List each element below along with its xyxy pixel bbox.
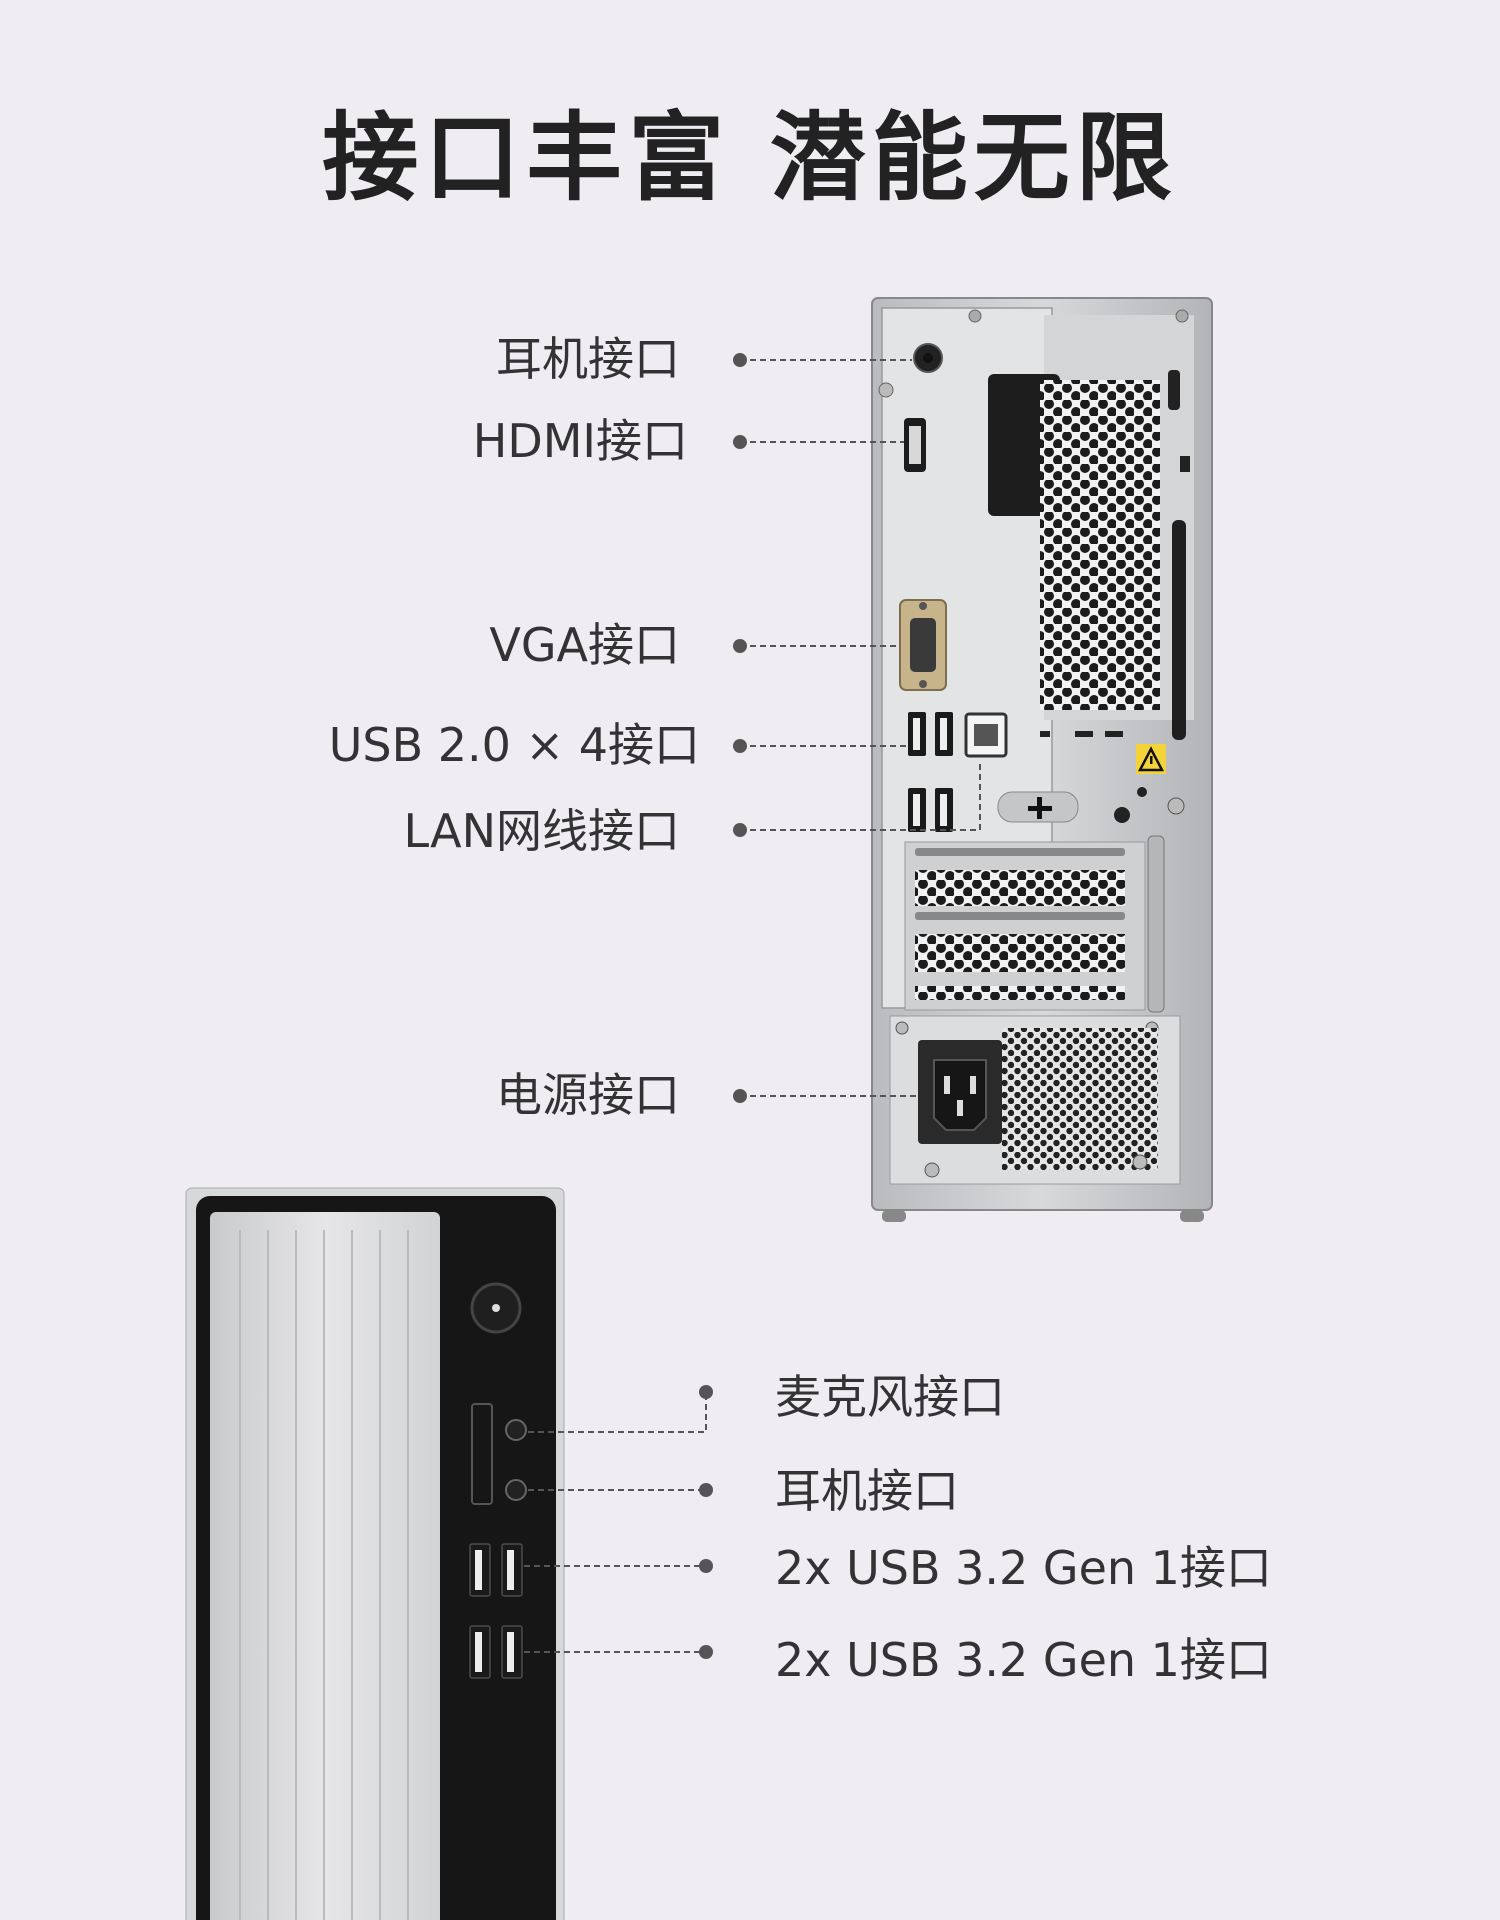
label-front-headphone: 耳机接口: [775, 1464, 959, 1518]
rear-usb2-ports[interactable]: [908, 712, 953, 832]
rear-headphone-jack[interactable]: [913, 343, 943, 373]
front-card-slot[interactable]: [471, 1403, 493, 1505]
front-case: [185, 1187, 565, 1920]
label-rear-headphone: 耳机接口: [496, 332, 680, 386]
front-usb3-ports-a[interactable]: [469, 1543, 523, 1597]
label-front-mic: 麦克风接口: [775, 1370, 1005, 1424]
front-usb3-ports-b[interactable]: [469, 1625, 523, 1679]
front-leader-lines: [524, 1392, 707, 1653]
rear-leader-lines: [740, 359, 981, 1097]
rear-leader-dots: [733, 353, 747, 1103]
rear-lan-port[interactable]: [964, 712, 1008, 758]
case-foot: [1180, 1210, 1204, 1222]
page-title: 接口丰富 潜能无限: [322, 102, 1178, 214]
label-rear-usb2: USB 2.0 × 4接口: [328, 718, 700, 772]
rear-expansion-slots: [904, 835, 1165, 1013]
case-foot: [882, 1210, 906, 1222]
front-leader-dots: [699, 1385, 713, 1659]
label-front-usb3-a: 2x USB 3.2 Gen 1接口: [775, 1541, 1272, 1595]
front-power-button[interactable]: [470, 1282, 522, 1334]
front-mic-jack[interactable]: [505, 1419, 527, 1441]
rear-power-socket[interactable]: [918, 1040, 1002, 1144]
rear-hdmi-port[interactable]: [904, 418, 926, 472]
label-rear-hdmi: HDMI接口: [472, 414, 688, 468]
label-rear-vga: VGA接口: [489, 618, 680, 672]
label-rear-lan: LAN网线接口: [403, 804, 680, 858]
label-front-usb3-b: 2x USB 3.2 Gen 1接口: [775, 1633, 1272, 1687]
front-headphone-jack[interactable]: [505, 1479, 527, 1501]
rear-vga-port[interactable]: [899, 599, 947, 691]
warning-triangle-icon: [1136, 744, 1166, 774]
label-rear-power: 电源接口: [496, 1068, 680, 1122]
